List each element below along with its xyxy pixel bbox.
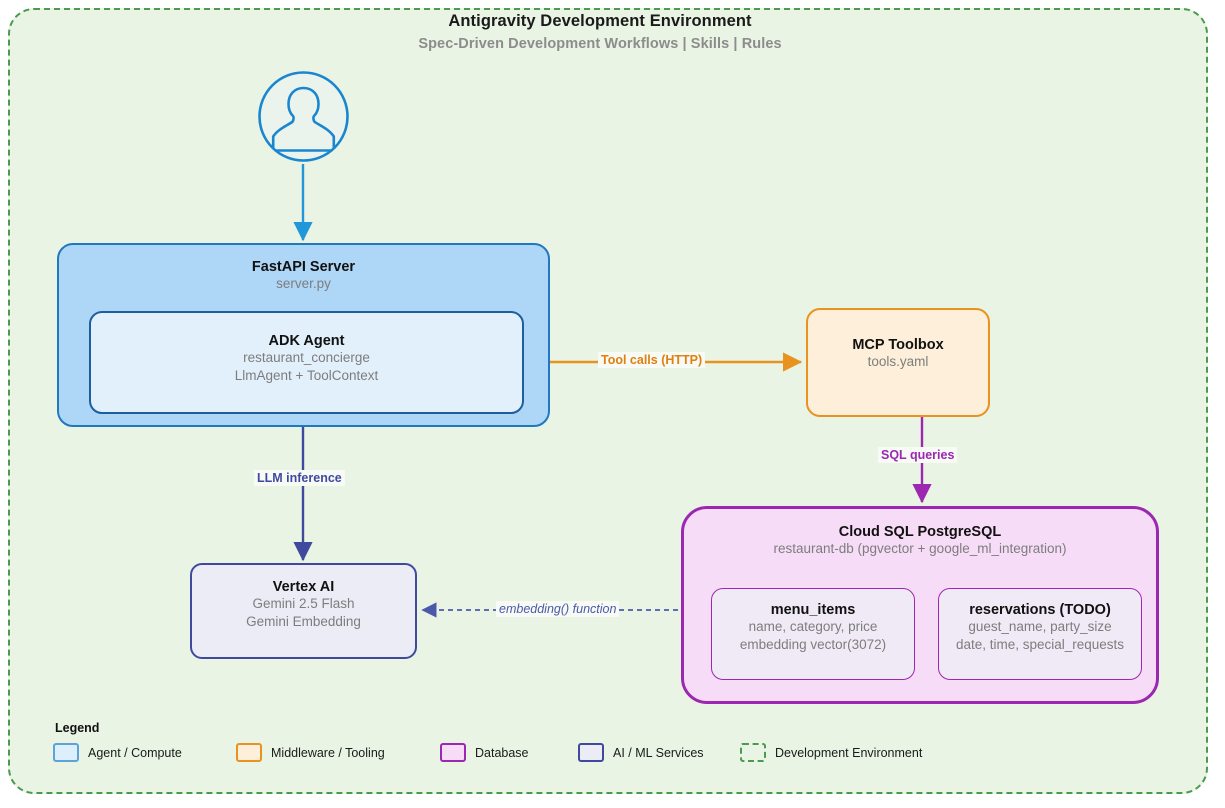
edge-label-embedding-function: embedding() function — [496, 601, 620, 617]
legend-label-ai-ml-services: AI / ML Services — [613, 745, 704, 760]
legend-label-agent-compute: Agent / Compute — [88, 745, 182, 760]
adk-subtitle-line-1: restaurant_concierge — [243, 350, 370, 365]
menu-items-columns-line-1: name, category, price — [748, 619, 878, 634]
vertex-title: Vertex AI — [272, 579, 335, 595]
database-subtitle: restaurant-db (pgvector + google_ml_inte… — [773, 541, 1067, 556]
reservations-columns-line-2: date, time, special_requests — [955, 637, 1125, 653]
user-avatar-icon — [258, 71, 349, 162]
reservations-columns-line-1: guest_name, party_size — [968, 619, 1112, 634]
legend-swatch-development-environment — [740, 743, 766, 762]
legend-swatch-agent-compute — [53, 743, 79, 762]
legend-label-development-environment: Development Environment — [775, 745, 923, 760]
legend-label-database: Database — [475, 745, 529, 760]
reservations-title: reservations (TODO) — [969, 602, 1111, 618]
vertex-subtitle-line-2: Gemini Embedding — [246, 614, 361, 630]
legend-swatch-ai-ml-services — [578, 743, 604, 762]
mcp-title: MCP Toolbox — [852, 337, 944, 353]
legend-item-development-environment: Development Environment — [740, 743, 922, 762]
legend-item-database: Database — [440, 743, 529, 762]
vertex-subtitle-line-1: Gemini 2.5 Flash — [252, 596, 355, 611]
node-table-menu-items[interactable]: menu_items name, category, price embeddi… — [711, 588, 915, 680]
node-table-reservations[interactable]: reservations (TODO) guest_name, party_si… — [938, 588, 1142, 680]
diagram-title: Antigravity Development Environment — [448, 12, 752, 30]
menu-items-title: menu_items — [770, 602, 856, 618]
legend-label-middleware-tooling: Middleware / Tooling — [271, 745, 385, 760]
mcp-subtitle: tools.yaml — [867, 354, 929, 369]
database-title: Cloud SQL PostgreSQL — [838, 524, 1002, 540]
legend-item-middleware-tooling: Middleware / Tooling — [236, 743, 385, 762]
node-vertex-ai[interactable]: Vertex AI Gemini 2.5 Flash Gemini Embedd… — [190, 563, 417, 659]
fastapi-subtitle: server.py — [276, 276, 331, 291]
menu-items-columns-line-2: embedding vector(3072) — [739, 637, 887, 653]
legend-item-ai-ml-services: AI / ML Services — [578, 743, 704, 762]
legend-title: Legend — [55, 721, 100, 735]
edge-label-sql-queries: SQL queries — [878, 447, 958, 463]
legend-item-agent-compute: Agent / Compute — [53, 743, 182, 762]
legend-swatch-middleware-tooling — [236, 743, 262, 762]
adk-subtitle-line-2: LlmAgent + ToolContext — [234, 368, 379, 384]
edge-label-tool-calls: Tool calls (HTTP) — [598, 352, 706, 368]
node-adk-agent[interactable]: ADK Agent restaurant_concierge LlmAgent … — [89, 311, 524, 414]
edge-label-llm-inference: LLM inference — [254, 470, 345, 486]
diagram-subtitle: Spec-Driven Development Workflows | Skil… — [418, 36, 782, 52]
node-mcp-toolbox[interactable]: MCP Toolbox tools.yaml — [806, 308, 990, 417]
adk-title: ADK Agent — [268, 333, 345, 349]
fastapi-title: FastAPI Server — [251, 259, 356, 275]
legend-swatch-database — [440, 743, 466, 762]
